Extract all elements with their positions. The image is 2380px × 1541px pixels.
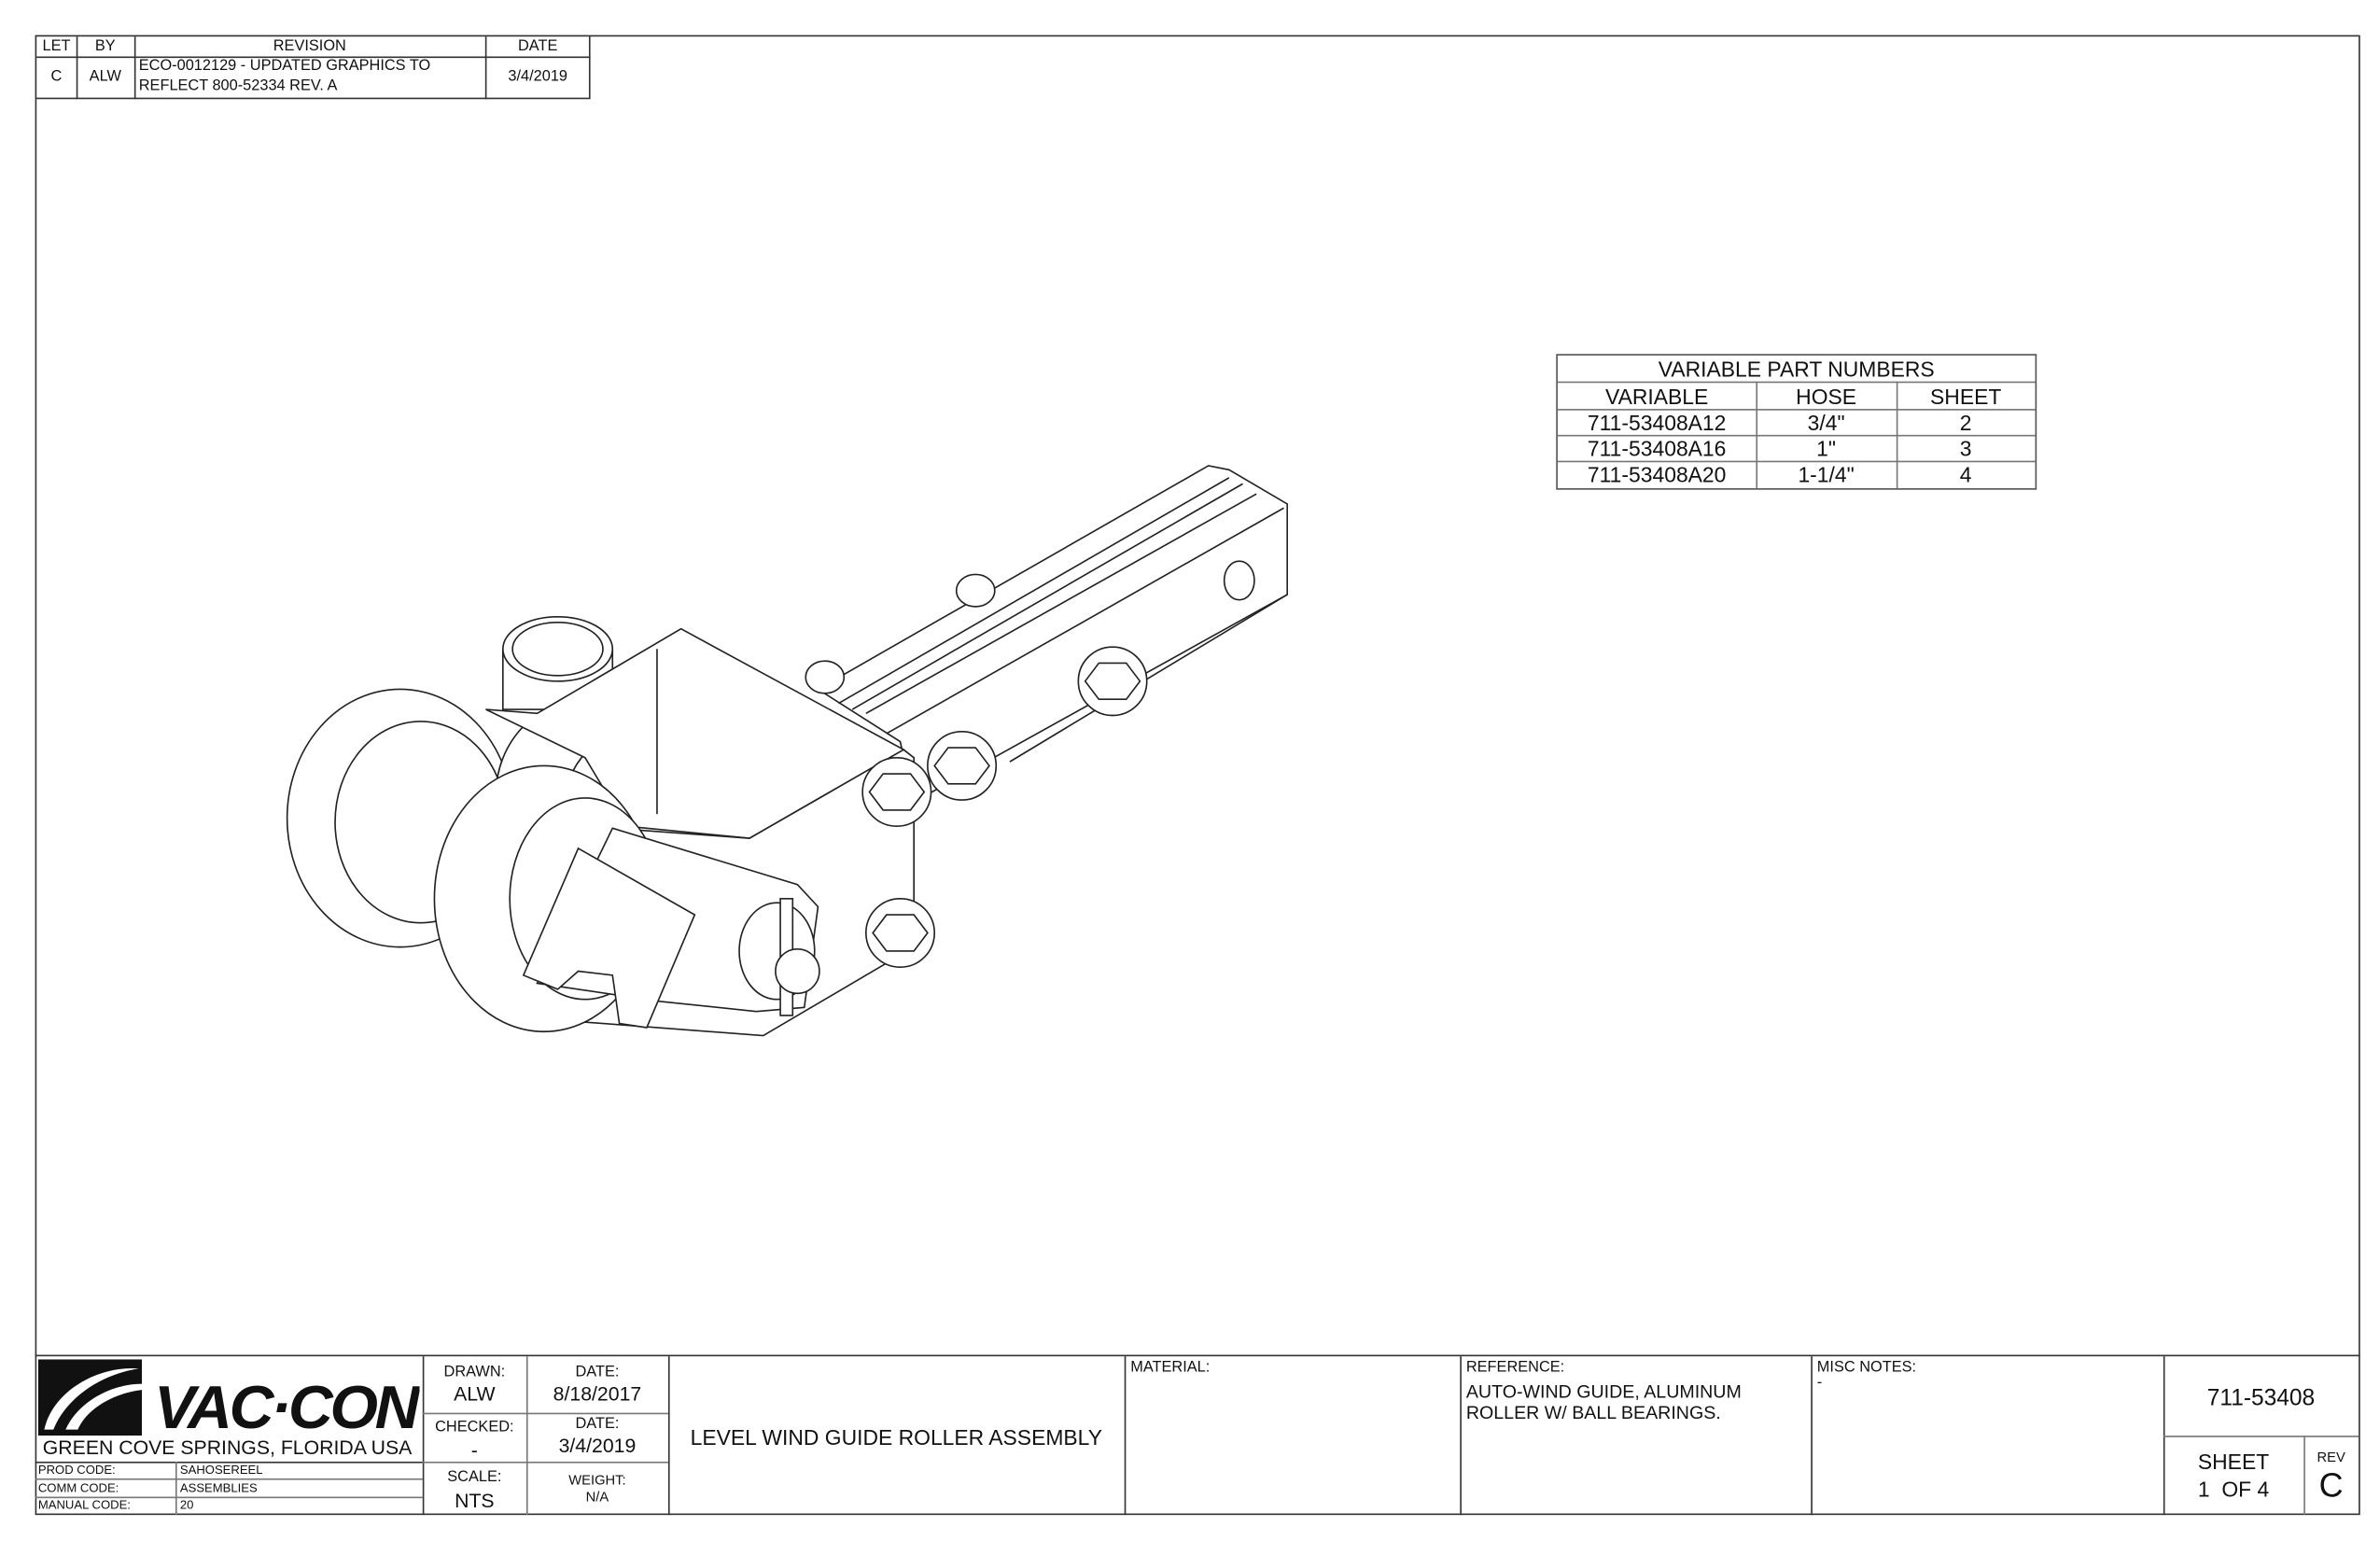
reference-line2: ROLLER W/ BALL BEARINGS. xyxy=(1465,1402,1721,1424)
rev-by: ALW xyxy=(89,68,121,86)
col-header-hose: HOSE xyxy=(1796,384,1857,410)
manual-code-label: MANUAL CODE: xyxy=(37,1498,131,1512)
cell-sheet: 3 xyxy=(1959,436,1972,461)
cell-variable: 711-53408A20 xyxy=(1587,462,1727,487)
cell-hose: 1" xyxy=(1816,436,1837,461)
hex-bolt-icon xyxy=(1078,647,1146,715)
cell-hose: 1-1/4" xyxy=(1798,462,1855,487)
drawn-date: 8/18/2017 xyxy=(553,1381,642,1406)
hex-bolt-icon xyxy=(866,899,934,967)
rev-description-line2: REFLECT 800-52334 REV. A xyxy=(138,77,338,95)
comm-code-label: COMM CODE: xyxy=(37,1481,119,1495)
title-block: VAC·CON GREEN COVE SPRINGS, FLORIDA USA … xyxy=(35,1354,2360,1516)
material-label: MATERIAL: xyxy=(1130,1359,1211,1377)
misc-notes-value: - xyxy=(1816,1374,1823,1392)
drawing-title: LEVEL WIND GUIDE ROLLER ASSEMBLY xyxy=(690,1424,1102,1450)
prod-code-label: PROD CODE: xyxy=(37,1463,116,1478)
checked-date: 3/4/2019 xyxy=(558,1434,637,1458)
drawn-label: DRAWN: xyxy=(443,1364,506,1381)
part-number: 711-53408 xyxy=(2206,1385,2316,1412)
rev-date: 3/4/2019 xyxy=(508,68,568,86)
cell-sheet: 4 xyxy=(1959,462,1972,487)
nut-icon xyxy=(805,661,844,693)
table-title: VARIABLE PART NUMBERS xyxy=(1658,357,1935,382)
misc-notes-label: MISC NOTES: xyxy=(1816,1359,1917,1377)
cell-variable: 711-53408A12 xyxy=(1587,410,1727,435)
drawn-date-label: DATE: xyxy=(575,1364,620,1381)
drawn-value: ALW xyxy=(454,1381,496,1406)
rev-header-revision: REVISION xyxy=(273,37,346,55)
weight-value: N/A xyxy=(585,1489,609,1505)
reference-line1: AUTO-WIND GUIDE, ALUMINUM xyxy=(1465,1380,1742,1403)
rev-description-line1: ECO-0012129 - UPDATED GRAPHICS TO xyxy=(138,58,431,76)
cell-hose: 3/4" xyxy=(1807,410,1845,435)
rev-header-date: DATE xyxy=(517,37,558,55)
sheet-label: SHEET xyxy=(2197,1449,2270,1475)
rev-value: C xyxy=(2318,1465,2344,1505)
manual-code-value: 20 xyxy=(179,1498,194,1512)
mounting-hole xyxy=(1225,561,1254,599)
svg-text:VAC·CON: VAC·CON xyxy=(154,1373,419,1436)
cell-variable: 711-53408A16 xyxy=(1587,436,1727,461)
comm-code-value: ASSEMBLIES xyxy=(179,1481,258,1495)
hex-bolt-icon xyxy=(862,758,931,826)
hex-bolt-icon xyxy=(928,732,996,800)
revision-block: LET BY REVISION DATE C ALW ECO-0012129 -… xyxy=(35,35,591,100)
sheet-value: 1 OF 4 xyxy=(2197,1477,2270,1502)
rev-header-let: LET xyxy=(42,37,71,55)
col-header-sheet: SHEET xyxy=(1930,384,2002,410)
pin xyxy=(776,899,819,1016)
col-header-variable: VARIABLE xyxy=(1605,384,1709,410)
checked-label: CHECKED: xyxy=(435,1419,514,1436)
scale-label: SCALE: xyxy=(447,1469,502,1487)
nut-icon xyxy=(957,574,995,607)
scale-value: NTS xyxy=(455,1489,495,1512)
variable-part-numbers-table: VARIABLE PART NUMBERS VARIABLE HOSE SHEE… xyxy=(1556,354,2037,490)
rev-label: REV xyxy=(2317,1449,2345,1465)
sheet-border xyxy=(35,35,2360,1516)
checked-date-label: DATE: xyxy=(575,1415,620,1433)
rev-let: C xyxy=(50,68,63,86)
checked-value: - xyxy=(470,1438,478,1462)
swoosh-logo-icon: VAC·CON xyxy=(37,1359,420,1436)
company-location: GREEN COVE SPRINGS, FLORIDA USA xyxy=(42,1436,413,1459)
cell-sheet: 2 xyxy=(1959,410,1972,435)
reference-label: REFERENCE: xyxy=(1465,1359,1565,1377)
prod-code-value: SAHOSEREEL xyxy=(179,1463,263,1478)
vaccon-logo: VAC·CON xyxy=(37,1359,420,1436)
hex-bolts xyxy=(805,574,1146,967)
weight-label: WEIGHT: xyxy=(568,1472,626,1488)
rev-header-by: BY xyxy=(94,37,116,55)
guide-clip xyxy=(524,848,694,1028)
